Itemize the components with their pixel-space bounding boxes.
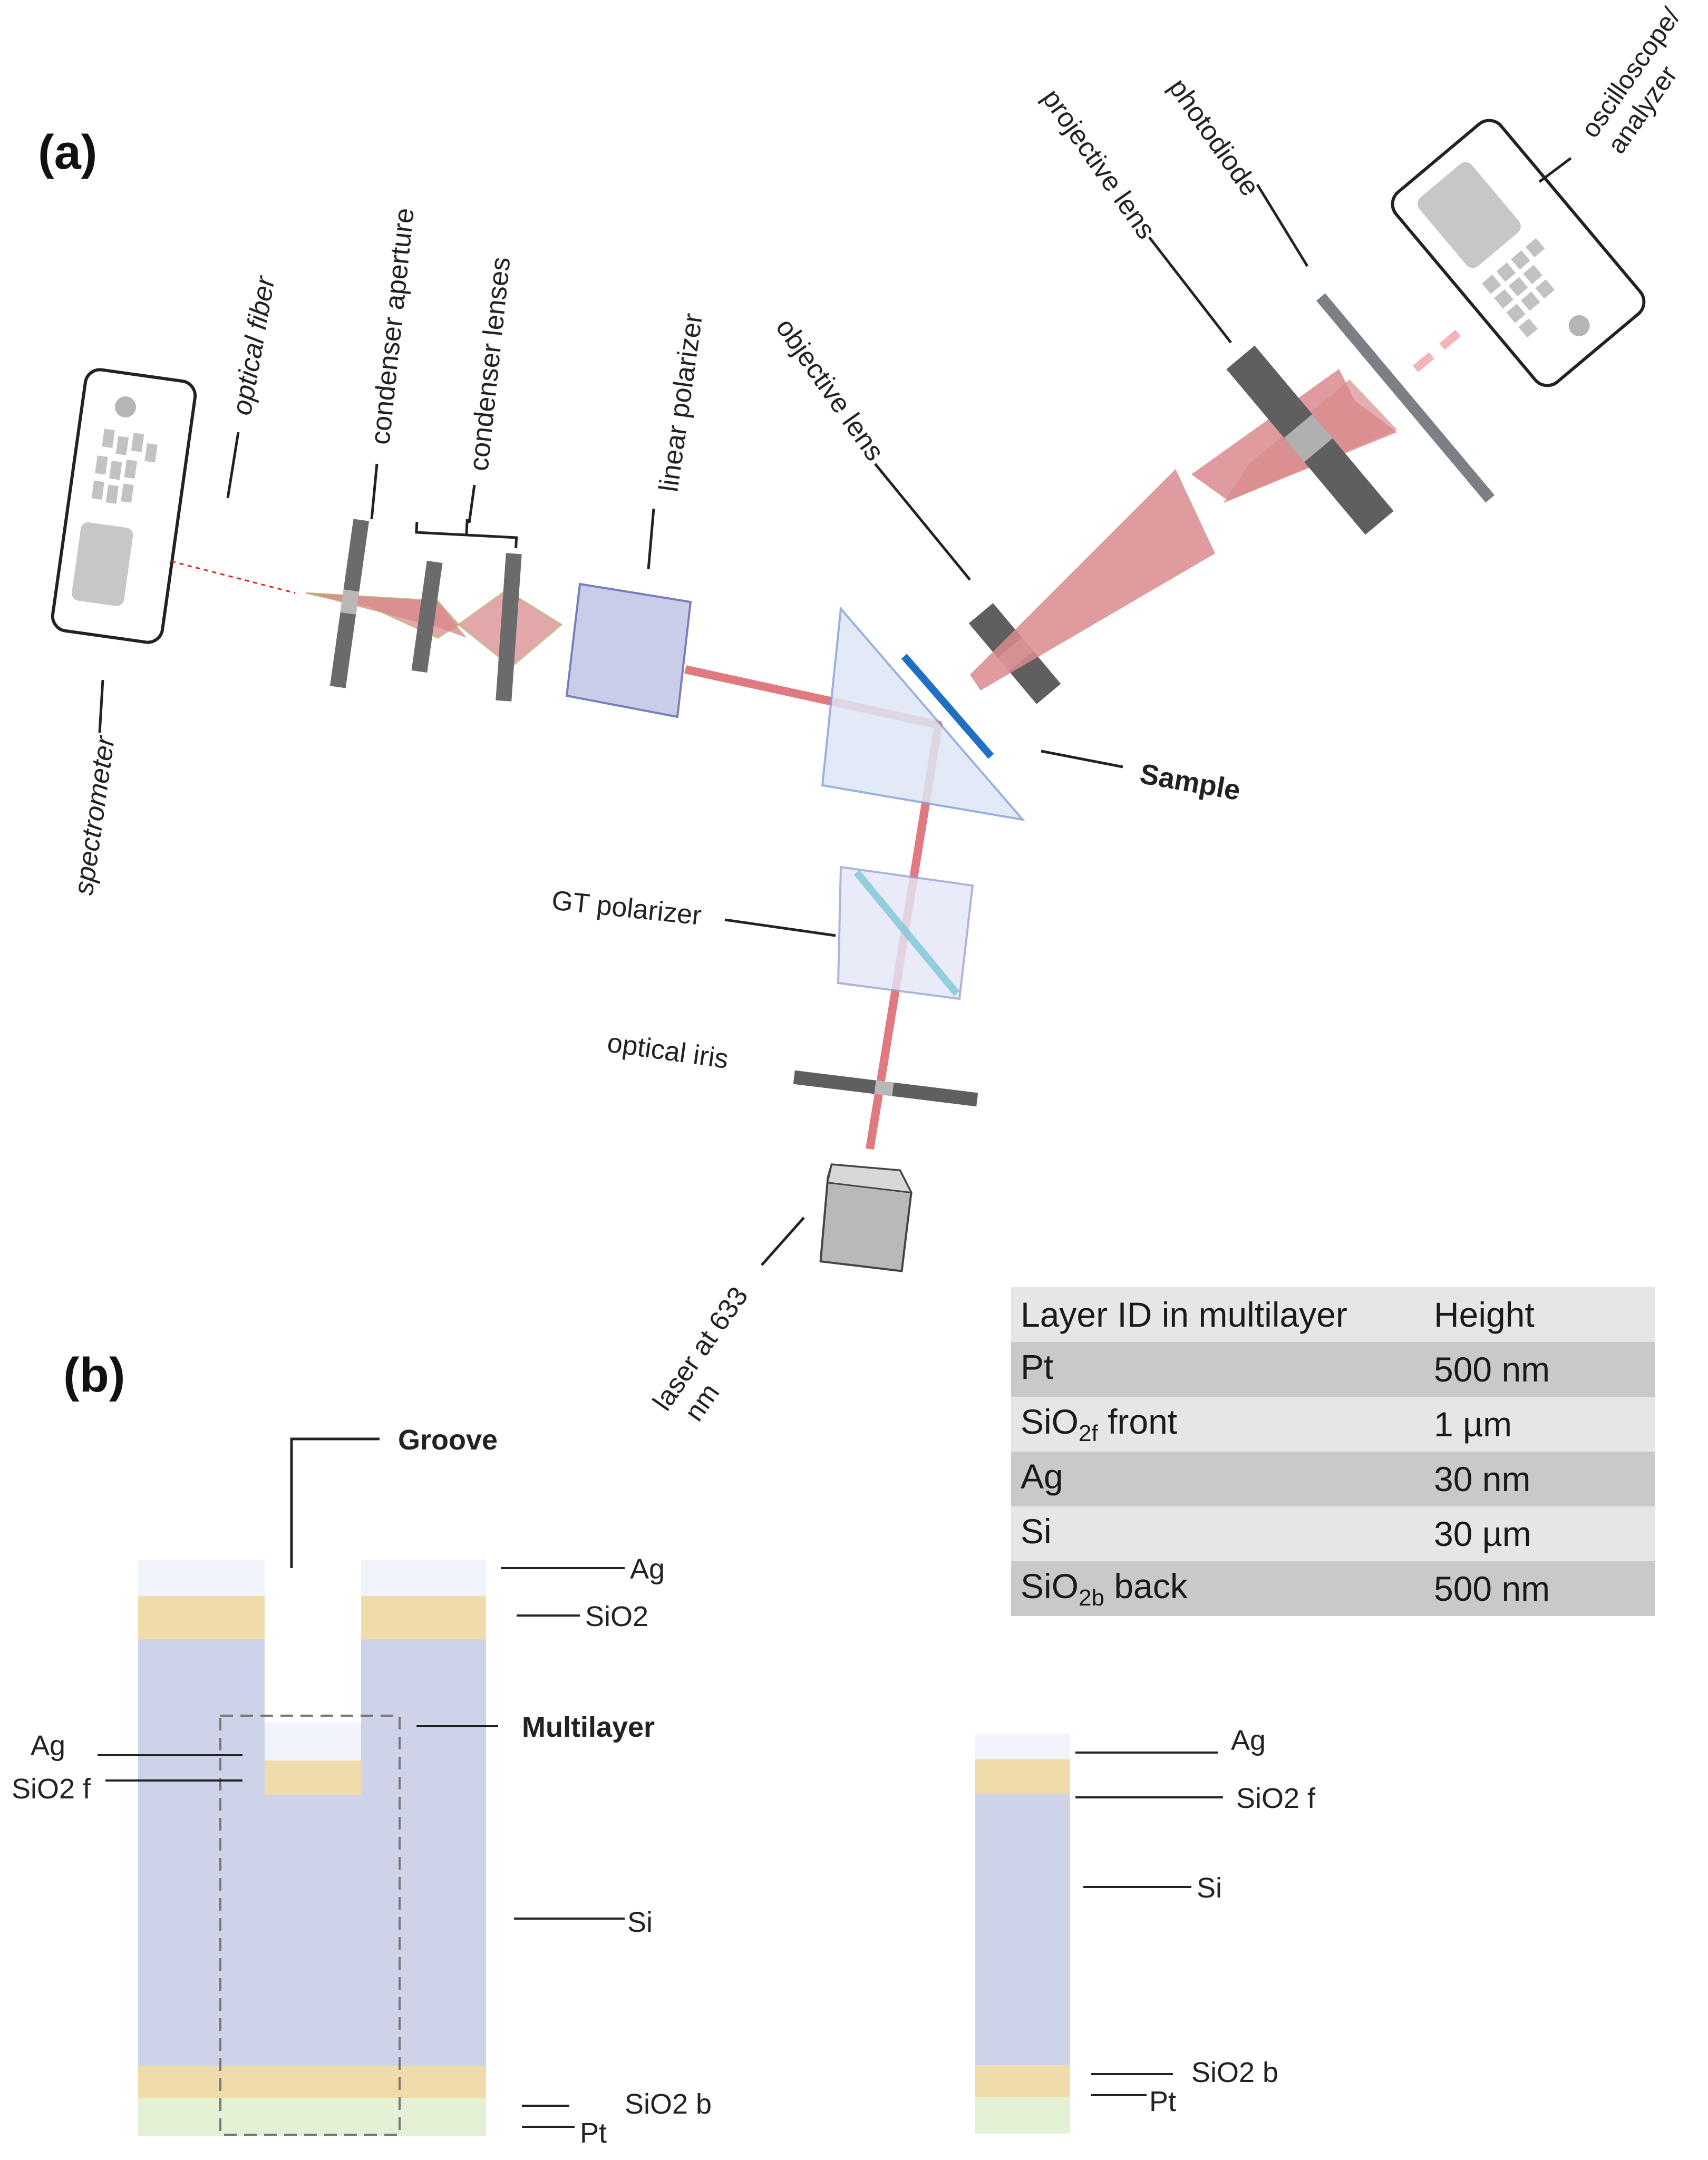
table-cell-height: 500 nm bbox=[1424, 1561, 1655, 1616]
table-row: Si 30 µm bbox=[1011, 1506, 1655, 1561]
table-cell-height: 500 nm bbox=[1424, 1342, 1655, 1397]
laser-source bbox=[819, 1163, 913, 1272]
table-row: SiO2b back 500 nm bbox=[1011, 1561, 1655, 1616]
groove-ag-label: Ag bbox=[630, 1553, 665, 1585]
table-cell-layer: SiO2f front bbox=[1011, 1397, 1424, 1452]
optical-fiber-line bbox=[171, 560, 296, 594]
laser-leader-line bbox=[761, 1217, 805, 1266]
groove-sio2-label: SiO2 bbox=[585, 1601, 648, 1632]
table-cell-layer: SiO2b back bbox=[1011, 1561, 1424, 1616]
groove-sio2b-label: SiO2 b bbox=[625, 2088, 712, 2120]
linear-polarizer-label: linear polarizer bbox=[653, 312, 709, 494]
stack-sio2b-label: SiO2 b bbox=[1191, 2057, 1278, 2088]
table-row: Pt 500 nm bbox=[1011, 1342, 1655, 1397]
table-header-layer: Layer ID in multilayer bbox=[1011, 1287, 1424, 1342]
optical-iris-opening bbox=[874, 1080, 894, 1096]
groove-pt-label: Pt bbox=[580, 2117, 607, 2149]
objective-lens-label: objective lens bbox=[770, 313, 890, 466]
layer-stack bbox=[975, 1734, 1070, 2134]
panel-label-a: (a) bbox=[38, 125, 97, 179]
gt-polarizer-crystal bbox=[853, 870, 960, 996]
photodiode-signal-line bbox=[1412, 323, 1469, 373]
table-cell-layer: Ag bbox=[1011, 1452, 1424, 1506]
optical-fiber-leader-line bbox=[226, 432, 240, 499]
table-header-height: Height bbox=[1424, 1287, 1655, 1342]
spectrometer-leader-line bbox=[98, 679, 104, 733]
table-cell-height: 30 µm bbox=[1424, 1506, 1655, 1561]
condenser-aperture-opening bbox=[340, 589, 360, 615]
condenser-lens-1 bbox=[411, 560, 443, 673]
condenser-lenses-bracket bbox=[415, 519, 518, 549]
optical-iris-label: optical iris bbox=[605, 1027, 730, 1075]
condenser-aperture-leader-line bbox=[370, 463, 379, 520]
gt-polarizer-leader-line bbox=[724, 918, 836, 937]
oscilloscope-device bbox=[1391, 119, 1646, 387]
multilayer-dashed-box bbox=[219, 1715, 401, 2136]
groove-label: Groove bbox=[398, 1424, 498, 1456]
sample-layer bbox=[901, 654, 994, 759]
sample-leader-line bbox=[1041, 750, 1123, 768]
gt-polarizer-label: GT polarizer bbox=[550, 885, 703, 931]
layer-height-table: Layer ID in multilayer Height Pt 500 nm … bbox=[1011, 1287, 1655, 1616]
condenser-aperture-label: condenser aperture bbox=[365, 207, 420, 446]
photodiode-label: photodiode bbox=[1162, 73, 1265, 202]
groove-bottom-sio2f bbox=[265, 1760, 361, 1795]
panel-label-b: (b) bbox=[63, 1348, 125, 1402]
table-cell-height: 1 µm bbox=[1424, 1397, 1655, 1452]
stack-ag-label: Ag bbox=[1231, 1725, 1266, 1756]
groove-inner-ag-label: Ag bbox=[31, 1730, 65, 1762]
projection-beam-cone bbox=[970, 469, 1215, 690]
table-cell-height: 30 nm bbox=[1424, 1452, 1655, 1506]
photodiode-leader-line bbox=[1256, 183, 1309, 267]
table-row: SiO2f front 1 µm bbox=[1011, 1397, 1655, 1452]
stack-pt-label: Pt bbox=[1149, 2086, 1176, 2117]
stack-si-label: Si bbox=[1197, 1872, 1222, 1904]
condenser-lenses-leader-line bbox=[468, 484, 476, 523]
linear-polarizer-leader-line bbox=[647, 508, 655, 570]
groove-structure bbox=[138, 1560, 486, 2136]
spectrometer-device bbox=[51, 368, 197, 644]
table-cell-layer: Si bbox=[1011, 1506, 1424, 1561]
multilayer-label: Multilayer bbox=[522, 1711, 655, 1743]
projective-lens-leader-line bbox=[1148, 236, 1232, 344]
condenser-lenses-label: condenser lenses bbox=[463, 256, 516, 472]
table-cell-layer: Pt bbox=[1011, 1342, 1424, 1397]
sample-label: Sample bbox=[1138, 758, 1243, 806]
groove-leader-line bbox=[290, 1437, 380, 1568]
condenser-lens-2 bbox=[496, 553, 522, 702]
stack-sio2f-label: SiO2 f bbox=[1236, 1783, 1316, 1814]
oscilloscope-leader-line bbox=[1538, 157, 1572, 183]
photodiode bbox=[1316, 293, 1495, 503]
projective-lens-center bbox=[1284, 414, 1333, 462]
groove-bottom-ag bbox=[265, 1723, 361, 1760]
optical-fiber-label: optical fiber bbox=[227, 273, 282, 417]
objective-lens-leader-line bbox=[874, 463, 971, 581]
table-row: Ag 30 nm bbox=[1011, 1452, 1655, 1506]
groove-si-label: Si bbox=[627, 1906, 653, 1938]
prism bbox=[821, 606, 1026, 821]
linear-polarizer bbox=[565, 582, 692, 718]
projective-lens-label: projective lens bbox=[1036, 84, 1161, 245]
spectrometer-label: spectrometer bbox=[68, 733, 121, 897]
groove-inner-sio2f-label: SiO2 f bbox=[12, 1773, 91, 1805]
table-header-row: Layer ID in multilayer Height bbox=[1011, 1287, 1655, 1342]
